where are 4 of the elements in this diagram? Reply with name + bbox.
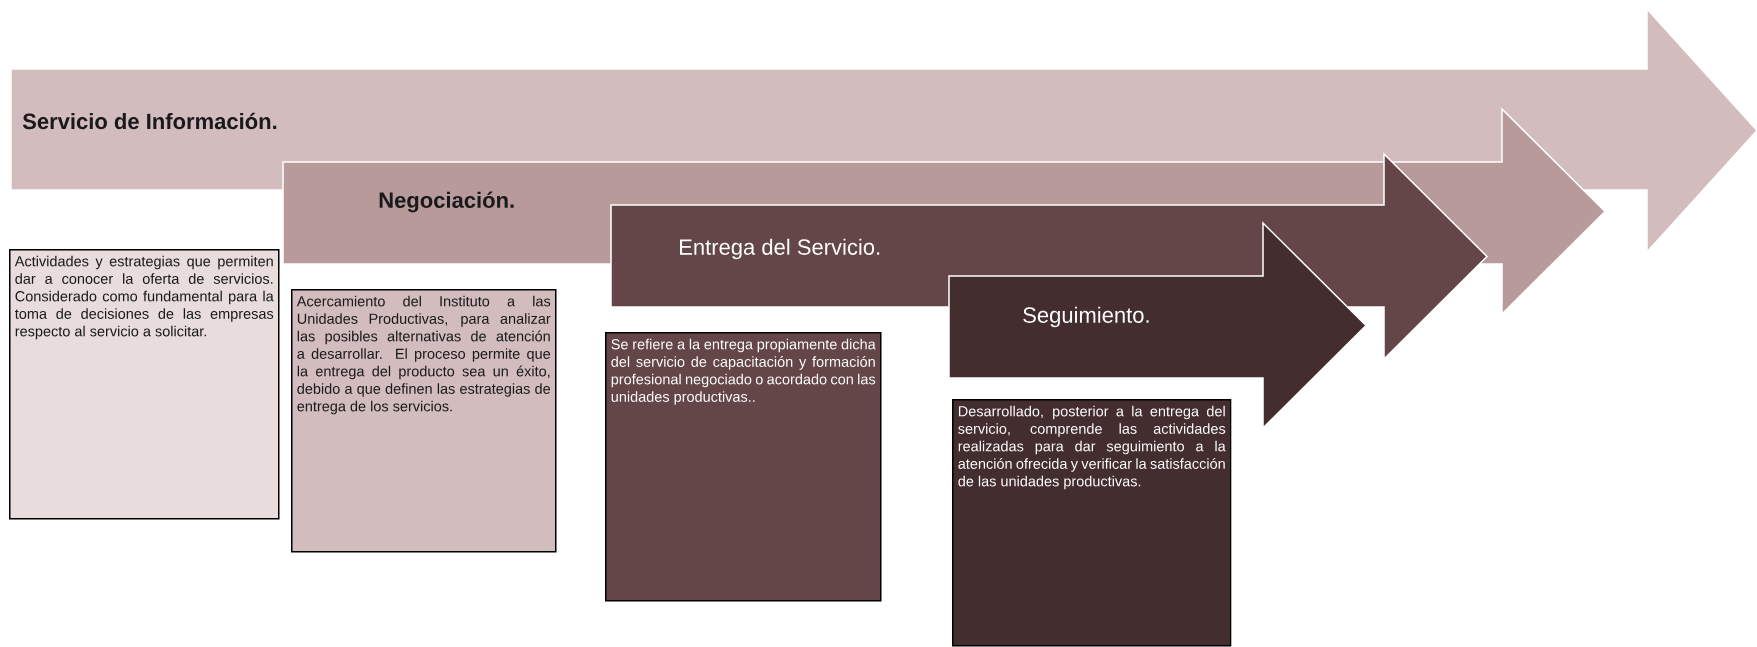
- text-box: Desarrollado, posterior a la entrega del servicio, comprende las actividades realizadas para dar seguimiento a la atención ofrecida y verificar la satisfacción de las unidades productivas.: [952, 399, 1232, 647]
- text-box: Se refiere a la entrega propiamente dicha del servicio de capacitación y formación profesional negociado o acordado con las unidades productivas..: [605, 332, 882, 602]
- text-box: Actividades y estrategias que permiten dar a conocer la oferta de servicios. Considerado como fundamental para la toma de decisiones de las empresas respecto al servicio a solicitar.: [9, 249, 280, 520]
- text-box: Acercamiento del Instituto a las Unidades Productivas, para analizar las posibles alternativas de atención a desarrollar. El proceso permite que la entrega del producto sea un éxito, debido a que definen las estrategias de entrega de los servicios.: [291, 289, 557, 553]
